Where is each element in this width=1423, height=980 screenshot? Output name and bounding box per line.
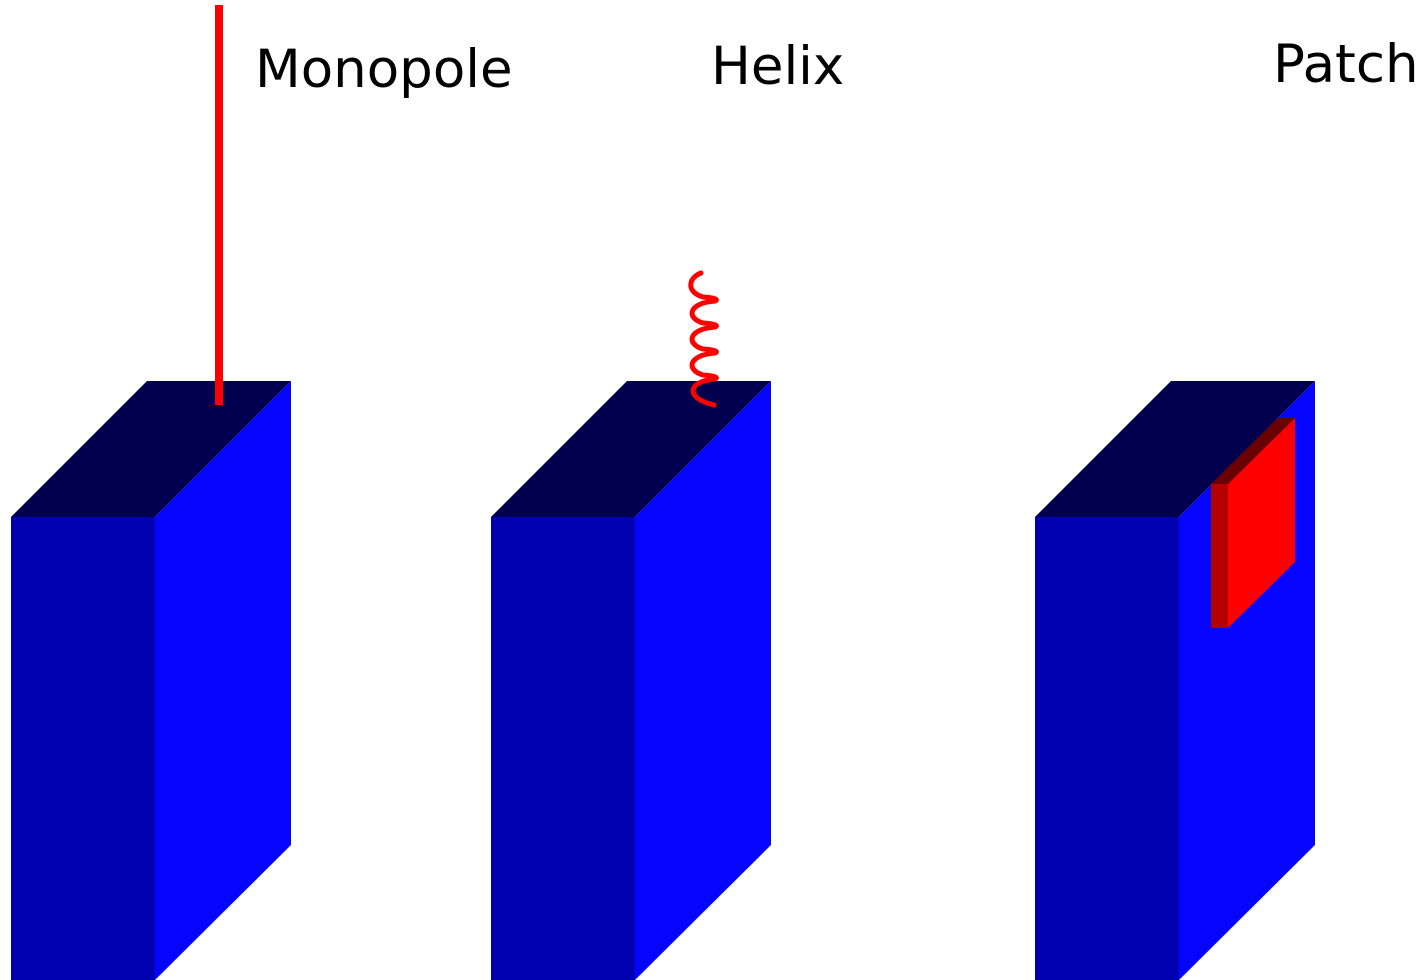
- patch-device-top: [1035, 381, 1315, 517]
- patch-antenna: [1211, 418, 1295, 628]
- helix-device-top: [491, 381, 771, 517]
- patch-label: Patch: [1273, 34, 1419, 95]
- helix-antenna: [688, 270, 719, 408]
- patch-device-front: [1035, 517, 1179, 980]
- monopole-device-front: [11, 517, 155, 980]
- monopole-label: Monopole: [255, 39, 513, 100]
- helix-device-front: [491, 517, 635, 980]
- helix-label: Helix: [711, 36, 844, 97]
- patch-antenna-top-edge: [1211, 418, 1295, 484]
- patch-antenna-side-edge: [1211, 484, 1228, 628]
- monopole-device-top: [11, 381, 291, 517]
- patch-antenna-face: [1228, 418, 1295, 628]
- monopole-device-side: [155, 381, 291, 980]
- helix-device-side: [635, 381, 771, 980]
- monopole-device: [11, 381, 291, 980]
- helix-device: [491, 381, 771, 980]
